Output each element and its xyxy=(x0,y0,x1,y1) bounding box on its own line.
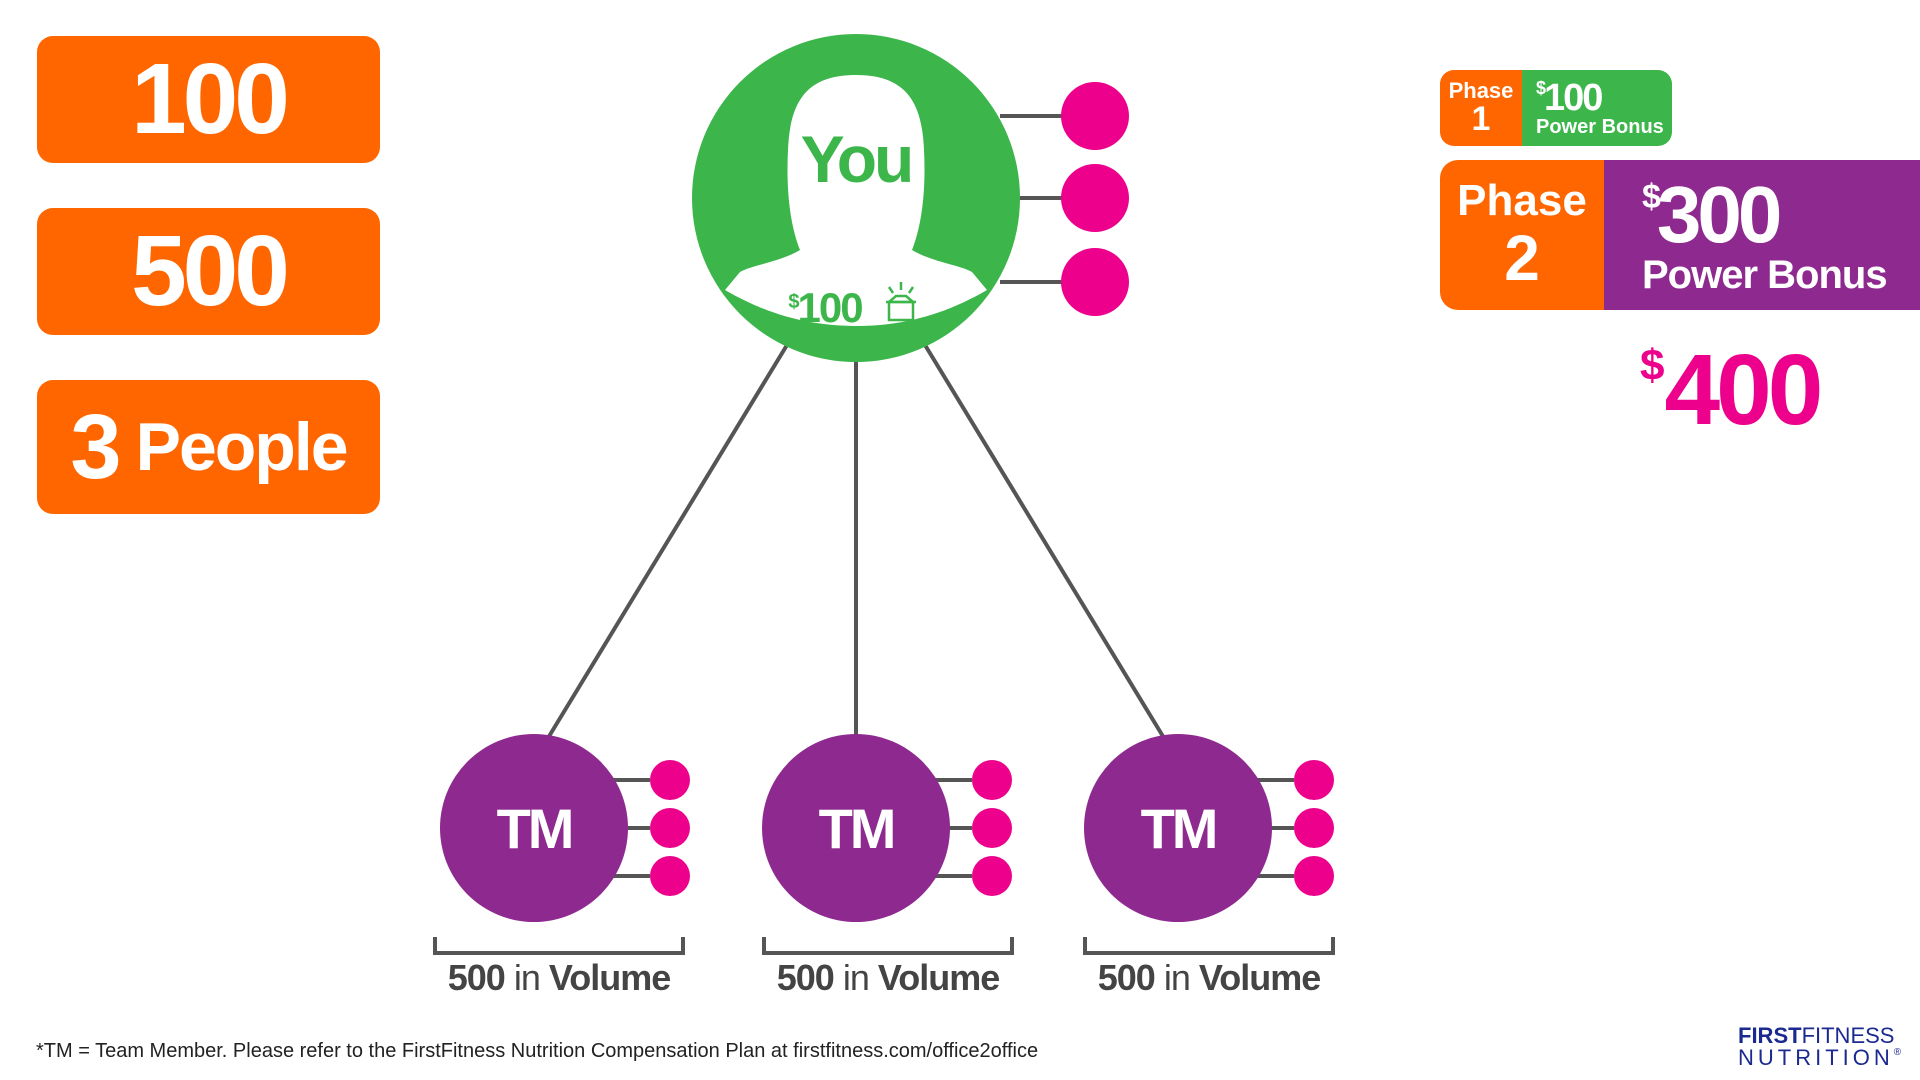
recruit-dot xyxy=(1294,856,1334,896)
connector-line-right xyxy=(923,343,1166,740)
stat-value: 100 xyxy=(131,43,290,155)
logo-first: FIRST xyxy=(1738,1023,1802,1048)
connector-line-left xyxy=(546,343,789,740)
bonus-label: Power Bonus xyxy=(1642,253,1888,297)
phase-word: Phase xyxy=(1448,78,1514,103)
volume-in: in xyxy=(1163,957,1191,998)
tm-circle xyxy=(1084,734,1272,922)
phase-1-bonus: $100 Power Bonus xyxy=(1522,70,1672,146)
currency-symbol: $ xyxy=(1642,178,1661,216)
phase-number: 2 xyxy=(1504,221,1540,294)
recruit-dot xyxy=(650,760,690,800)
registered-mark: ® xyxy=(1893,1047,1902,1058)
you-label: You xyxy=(801,122,912,196)
connector-lines xyxy=(546,343,1166,740)
volume-number: 500 xyxy=(776,957,835,998)
volume-in: in xyxy=(513,957,541,998)
tm-label: TM xyxy=(1141,797,1216,860)
phase-number: 1 xyxy=(1471,100,1491,138)
phase-1-label: Phase 1 xyxy=(1440,70,1522,146)
recruit-dot xyxy=(972,856,1012,896)
you-bonus-amount: $100 xyxy=(788,284,862,331)
volume-label-2: 500 in Volume xyxy=(738,957,1038,999)
phase-2-label: Phase 2 xyxy=(1440,160,1604,310)
tm-label: TM xyxy=(497,797,572,860)
volume-number: 500 xyxy=(1097,957,1156,998)
recruit-dot xyxy=(1294,808,1334,848)
phase-1-card: Phase 1 $100 Power Bonus xyxy=(1440,70,1672,146)
stat-box-100: 100 xyxy=(37,36,380,163)
phase-1-amount: $100 xyxy=(1536,79,1672,117)
stat-unit: People xyxy=(135,409,349,485)
tm-circle xyxy=(762,734,950,922)
tm-label: TM xyxy=(819,797,894,860)
stat-box-500: 500 xyxy=(37,208,380,335)
currency-symbol: $ xyxy=(1536,78,1546,98)
recruit-dot xyxy=(650,856,690,896)
tm-node-1: TM xyxy=(440,734,690,922)
volume-brackets xyxy=(433,937,1335,955)
recruit-dot xyxy=(1061,248,1129,316)
volume-number: 500 xyxy=(447,957,506,998)
logo-line-1: FIRSTFITNESS xyxy=(1738,1025,1901,1047)
tm-circle xyxy=(440,734,628,922)
volume-label-3: 500 in Volume xyxy=(1059,957,1359,999)
stat-box-people: 3 People xyxy=(37,380,380,514)
gift-box-icon xyxy=(886,282,916,322)
recruit-dot xyxy=(1061,164,1129,232)
volume-label-1: 500 in Volume xyxy=(409,957,709,999)
recruit-dot xyxy=(1294,760,1334,800)
you-node: You $100 xyxy=(692,34,1020,362)
bonus-label: Power Bonus xyxy=(1536,116,1664,138)
stat-value: 500 xyxy=(131,215,290,327)
tm-node-3: TM xyxy=(1084,734,1334,922)
recruit-dot xyxy=(972,808,1012,848)
footnote: *TM = Team Member. Please refer to the F… xyxy=(36,1040,1039,1062)
volume-word: Volume xyxy=(548,957,671,998)
currency-symbol: $ xyxy=(1640,341,1665,390)
amount-value: 300 xyxy=(1656,170,1783,259)
total-amount: 400 xyxy=(1664,334,1823,446)
phase-word: Phase xyxy=(1457,176,1587,226)
volume-bracket xyxy=(762,937,1014,955)
volume-word: Volume xyxy=(1198,957,1321,998)
phase-2-amount: $300 xyxy=(1642,175,1920,255)
firstfitness-logo: FIRSTFITNESS NUTRITION® xyxy=(1738,1025,1901,1069)
amount-value: 100 xyxy=(1544,77,1603,119)
recruit-dot xyxy=(972,760,1012,800)
stat-value: 3 xyxy=(70,395,121,498)
recruit-dot xyxy=(650,808,690,848)
volume-bracket xyxy=(433,937,685,955)
phase-2-card: Phase 2 $300 Power Bonus xyxy=(1440,160,1920,310)
volume-word: Volume xyxy=(877,957,1000,998)
logo-fitness: FITNESS xyxy=(1801,1023,1895,1048)
recruit-dot xyxy=(1061,82,1129,150)
total-bonus: $400 xyxy=(1640,340,1823,440)
volume-in: in xyxy=(842,957,870,998)
person-silhouette-icon xyxy=(725,75,987,326)
tm-node-2: TM xyxy=(762,734,1012,922)
phase-2-bonus: $300 Power Bonus xyxy=(1604,160,1920,310)
you-bonus-value: 100 xyxy=(798,284,863,331)
logo-nutrition: NUTRITION xyxy=(1738,1045,1894,1070)
logo-line-2: NUTRITION® xyxy=(1738,1047,1901,1069)
volume-bracket xyxy=(1083,937,1335,955)
